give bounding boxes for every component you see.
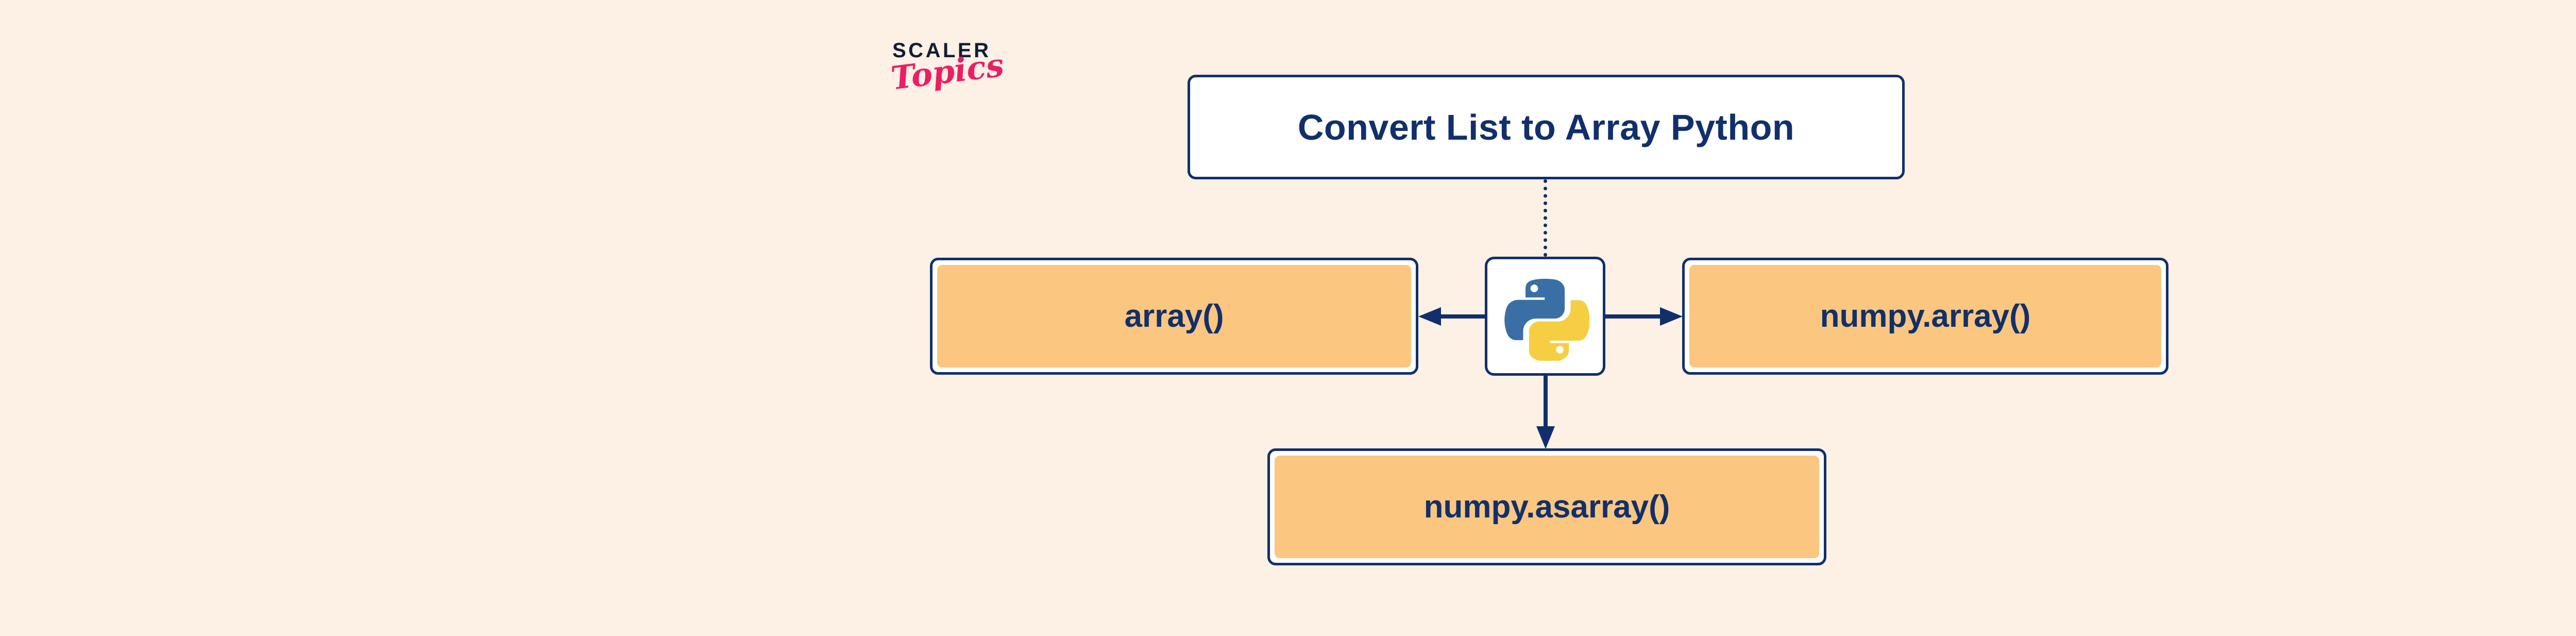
connector-title-to-python-dotted	[1544, 179, 1547, 257]
node-array-label: array()	[1124, 298, 1224, 334]
node-numpy-array-fill: numpy.array()	[1689, 265, 2161, 367]
diagram-title-label: Convert List to Array Python	[1297, 107, 1795, 147]
node-numpy-asarray-label: numpy.asarray()	[1423, 489, 1670, 525]
node-array-box: array()	[930, 258, 1418, 375]
arrow-shaft	[1544, 376, 1548, 428]
node-numpy-asarray-box: numpy.asarray()	[1267, 448, 1826, 565]
connector-python-to-array-arrow	[1418, 307, 1485, 326]
node-numpy-array-label: numpy.array()	[1820, 298, 2031, 334]
logo-wordmark-scaler: SCALER	[892, 39, 991, 62]
python-logo-icon	[1504, 278, 1589, 361]
arrow-head-down-icon	[1536, 426, 1555, 449]
arrow-shaft	[1605, 314, 1660, 319]
arrow-shaft	[1439, 314, 1485, 319]
arrow-head-right-icon	[1660, 307, 1683, 326]
node-array-fill: array()	[937, 265, 1411, 367]
node-numpy-asarray-fill: numpy.asarray()	[1275, 456, 1819, 558]
python-logo-box	[1485, 257, 1605, 376]
scaler-topics-logo: SCALER Topics	[889, 40, 1039, 123]
arrow-head-left-icon	[1418, 307, 1441, 326]
node-numpy-array-box: numpy.array()	[1682, 258, 2168, 375]
connector-python-to-numpy-array-arrow	[1605, 307, 1683, 326]
connector-python-to-numpy-asarray-arrow	[1536, 376, 1555, 449]
diagram-title-box: Convert List to Array Python	[1188, 75, 1905, 179]
